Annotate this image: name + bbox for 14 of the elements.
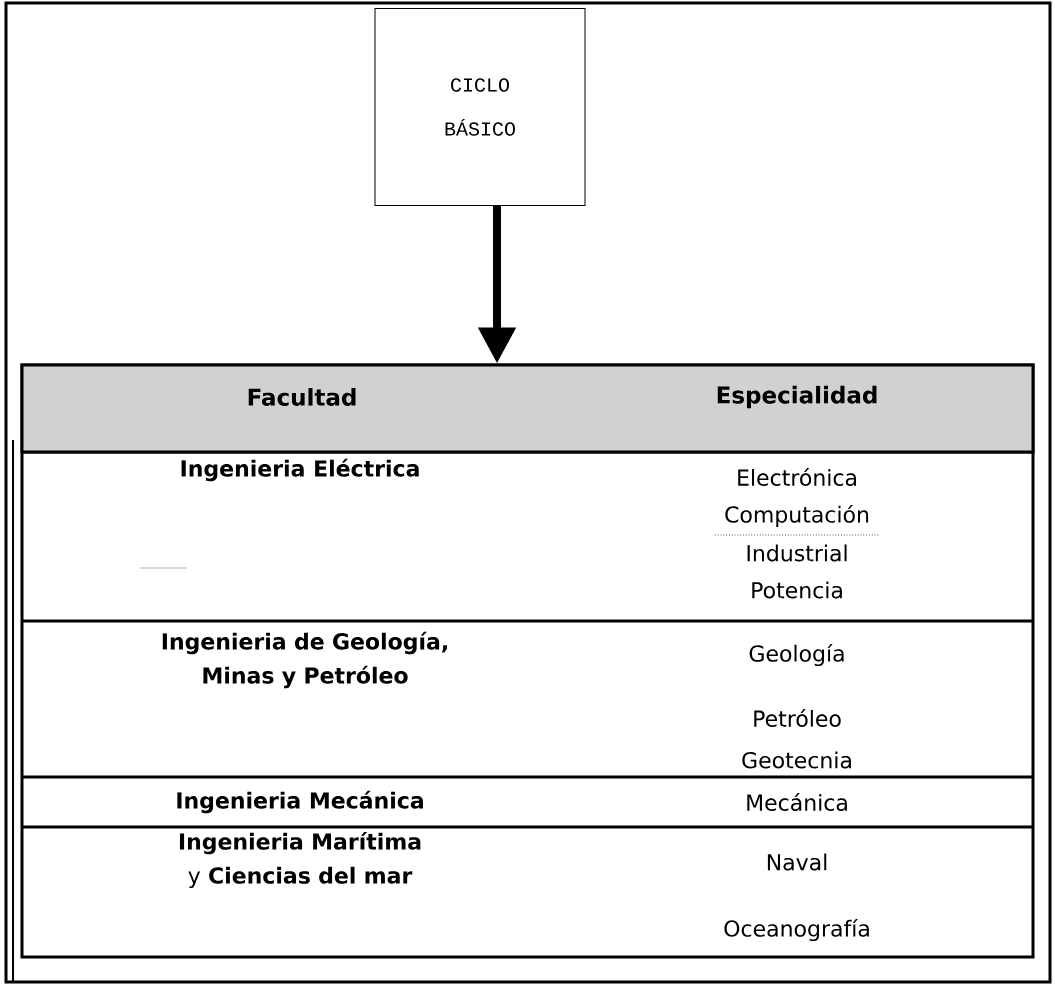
process-box: CICLO BÁSICO [374, 8, 586, 206]
faculty-name: Ingenieria Mecánica [177, 790, 423, 814]
faculty-name: Ingenieria Marítima y Ciencias del mar [179, 831, 421, 889]
specialty-name: Mecánica [747, 793, 847, 811]
specialty-name: Geotecnia [742, 751, 851, 769]
specialty-name: Industrial [747, 544, 847, 562]
specialty-name: Petróleo [754, 709, 841, 727]
faculty-name: Ingenieria de Geología, Minas y Petróleo [162, 631, 447, 689]
specialty-name: Oceanografía [724, 918, 869, 942]
specialty-name: Naval [767, 853, 827, 871]
header-row: Facultad Especialidad [20, 363, 1035, 454]
specialty-name: Computación [725, 504, 869, 528]
specialty-name: Potencia [752, 581, 842, 599]
specialty-name: Geología [749, 643, 844, 667]
